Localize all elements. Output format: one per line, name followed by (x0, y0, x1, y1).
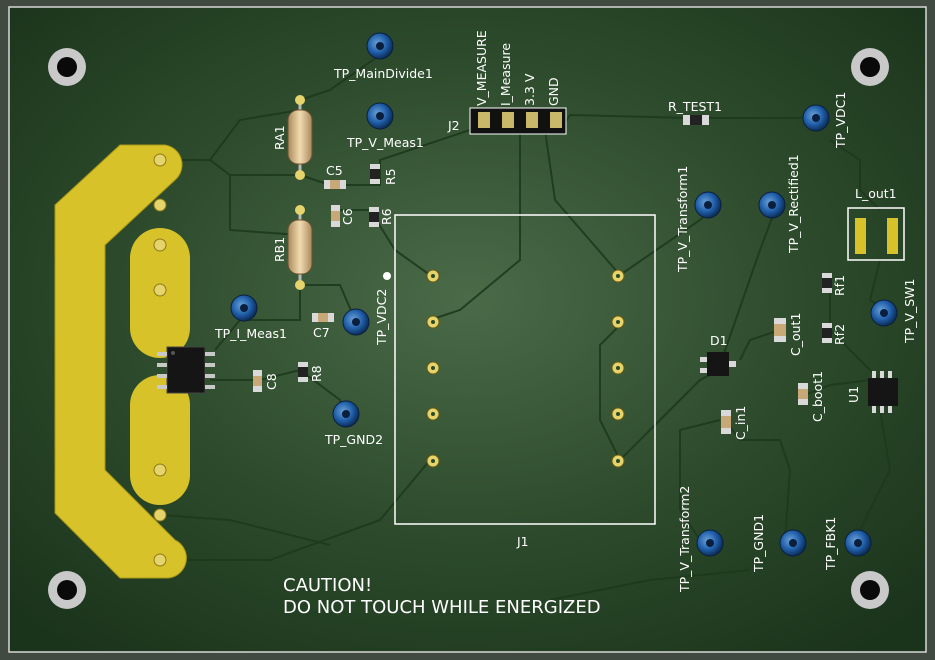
label-u1: U1 (846, 386, 861, 403)
label-rb1: RB1 (272, 237, 287, 262)
label-c-boot1: C_boot1 (810, 371, 825, 422)
label-tp-gnd2: TP_GND2 (324, 432, 383, 447)
label-l-out1: L_out1 (855, 186, 897, 201)
pour-pads (153, 153, 167, 567)
label-ra1: RA1 (272, 125, 287, 150)
silkscreen-labels: TP_MainDivide1 TP_V_Meas1 J2 V_MEASURE I… (214, 30, 917, 618)
caution-title: CAUTION! (283, 575, 372, 596)
tp-gnd2 (332, 400, 360, 428)
label-c8: C8 (264, 373, 279, 390)
label-j2-pin4: GND (546, 77, 561, 106)
smd-parts (253, 115, 898, 434)
tp-i-meas1 (230, 294, 258, 322)
label-r8: R8 (309, 365, 324, 382)
tp-v-meas1 (366, 102, 394, 130)
mounting-holes (48, 48, 889, 609)
label-r6: R6 (379, 208, 394, 225)
label-j2-pin1: V_MEASURE (474, 30, 489, 106)
label-tp-v-transform1: TP_V_Transform1 (675, 166, 690, 273)
resistor-rb1 (287, 205, 313, 290)
label-r5: R5 (383, 168, 398, 185)
inductor-l-out1 (847, 207, 905, 261)
label-r-test1: R_TEST1 (668, 99, 722, 114)
tp-vdc1 (802, 104, 830, 132)
tp-fbk1 (844, 529, 872, 557)
label-j2-pin2: I_Measure (498, 43, 513, 106)
tp-gnd1 (779, 529, 807, 557)
caution-message: DO NOT TOUCH WHILE ENERGIZED (283, 597, 601, 618)
test-points (230, 32, 898, 557)
tp-v-transform1 (694, 191, 722, 219)
label-tp-v-rectified1: TP_V_Rectified1 (786, 154, 801, 254)
label-tp-i-meas1: TP_I_Meas1 (214, 326, 287, 341)
resistor-ra1 (287, 95, 313, 180)
label-tp-gnd1: TP_GND1 (751, 514, 766, 573)
label-j1: J1 (516, 534, 529, 549)
tp-v-rectified1 (758, 191, 786, 219)
label-j2-pin3: 3.3 V (522, 73, 537, 106)
module-j1 (383, 214, 656, 525)
label-c6: C6 (340, 208, 355, 225)
label-tp-v-transform2: TP_V_Transform2 (677, 486, 692, 593)
tp-maindivide1 (366, 32, 394, 60)
label-rf2: Rf2 (832, 324, 847, 345)
label-d1: D1 (710, 333, 728, 348)
tp-v-sw1 (870, 299, 898, 327)
label-tp-v-meas1: TP_V_Meas1 (346, 135, 424, 150)
current-sense-ic (157, 346, 215, 394)
label-c-out1: C_out1 (788, 313, 803, 356)
label-c5: C5 (326, 163, 343, 178)
label-rf1: Rf1 (832, 275, 847, 296)
header-j2 (469, 107, 567, 135)
tp-vdc2 (342, 308, 370, 336)
tp-v-transform2 (696, 529, 724, 557)
label-tp-vdc1: TP_VDC1 (833, 92, 848, 149)
label-c-in1: C_in1 (733, 406, 748, 440)
label-j2: J2 (447, 118, 460, 133)
label-c7: C7 (313, 325, 330, 340)
label-tp-fbk1: TP_FBK1 (823, 517, 838, 571)
label-tp-v-sw1: TP_V_SW1 (902, 279, 917, 344)
label-tp-vdc2: TP_VDC2 (374, 289, 389, 346)
label-tp-maindivide1: TP_MainDivide1 (333, 66, 433, 81)
